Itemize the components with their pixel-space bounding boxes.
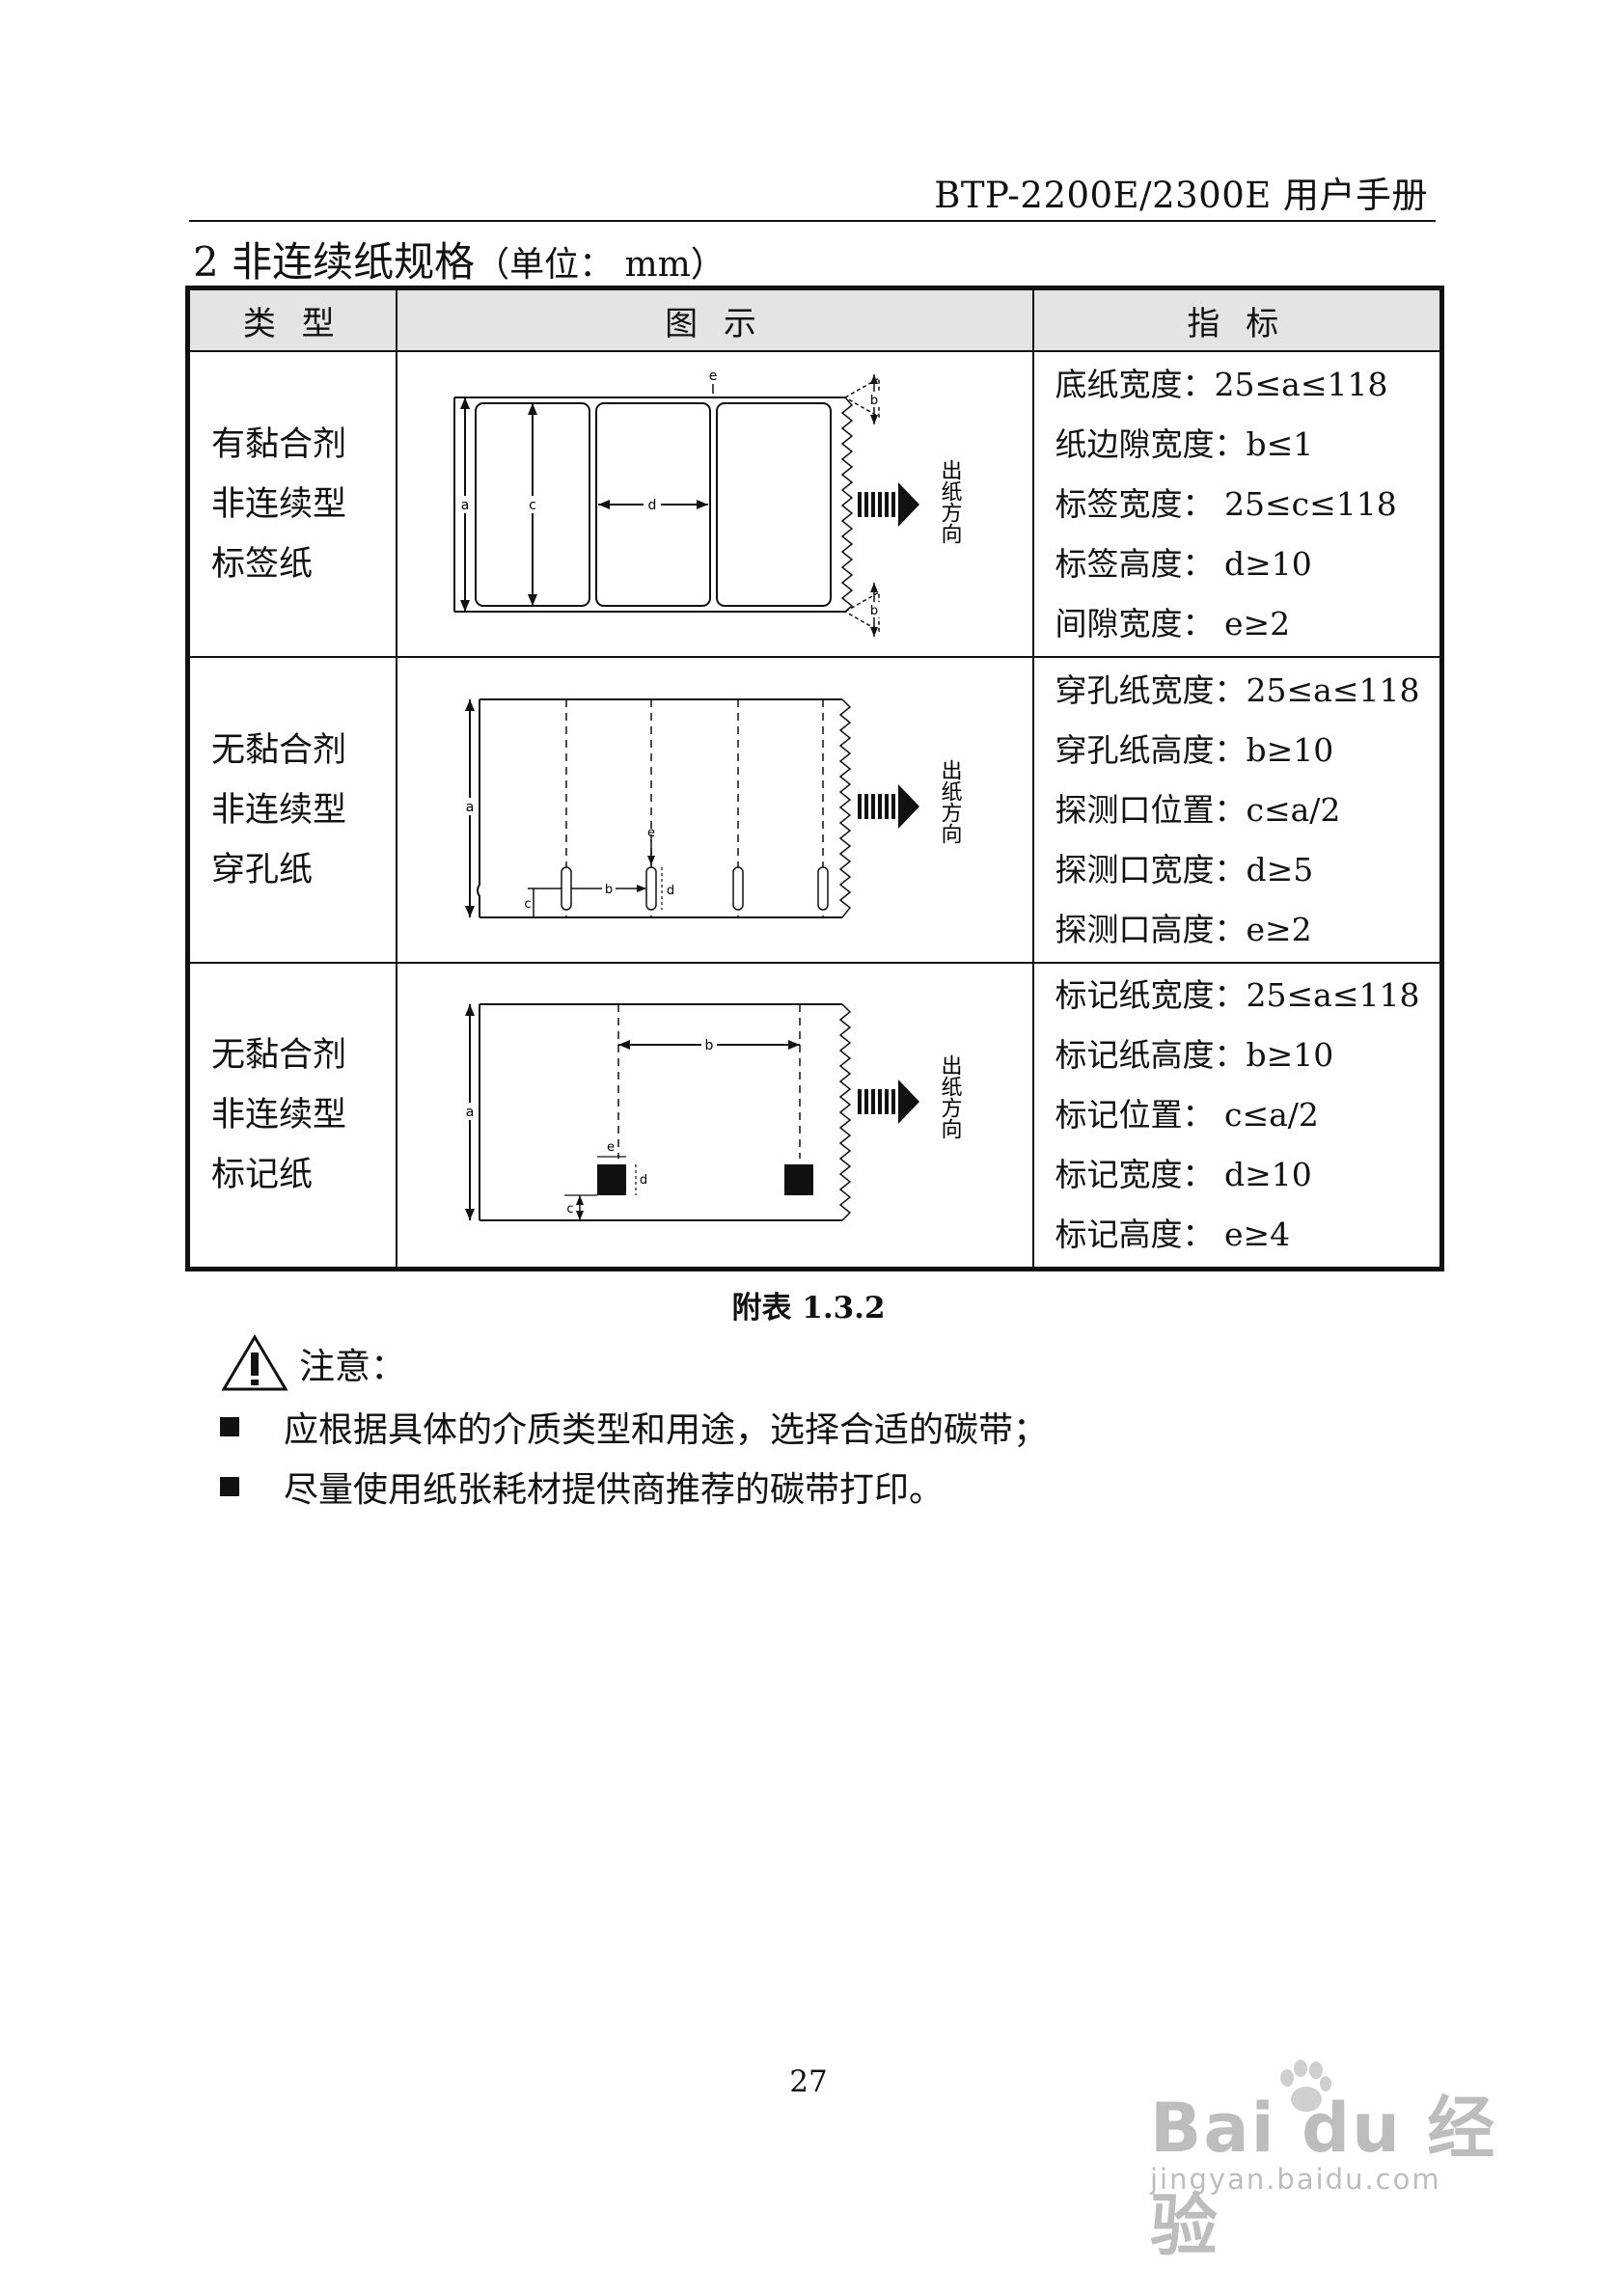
- spec-line: 标记宽度： d≥10: [1055, 1156, 1312, 1194]
- spec-line: 穿孔纸宽度：25≤a≤118: [1055, 670, 1420, 709]
- type-line: 无黏合剂: [211, 730, 347, 770]
- spec-line: 纸边隙宽度：b≤1: [1055, 424, 1314, 463]
- spec-line: 标记纸宽度：25≤a≤118: [1055, 976, 1420, 1015]
- figure-cell: a b c d e: [395, 656, 1034, 965]
- paw-icon: [1280, 2060, 1331, 2112]
- type-line: 非连续型: [211, 484, 347, 524]
- notes-list: 应根据具体的介质类型和用途，选择合适的碳带； 尽量使用纸张耗材提供商推荐的碳带打…: [220, 1397, 1048, 1517]
- type-line: 无黏合剂: [211, 1036, 347, 1076]
- warning-heading: 注意：: [220, 1331, 406, 1395]
- list-item-text: 应根据具体的介质类型和用途，选择合适的碳带；: [284, 1410, 1049, 1450]
- section-title: 2 非连续纸规格（单位： mm）: [193, 230, 726, 288]
- dim-label-d: d: [666, 884, 673, 898]
- type-line: 穿孔纸: [211, 850, 314, 889]
- spec-line: 标记纸高度：b≥10: [1055, 1036, 1334, 1075]
- spec-line: 标记高度： e≥4: [1055, 1216, 1291, 1254]
- perforated-paper-diagram: a b c d e: [462, 697, 962, 918]
- list-item-text: 尽量使用纸张耗材提供商推荐的碳带打印。: [284, 1470, 945, 1510]
- manual-title: BTP-2200E/2300E 用户手册: [934, 175, 1428, 216]
- section-title-text: 2 非连续纸规格: [193, 238, 476, 286]
- spec-line: 底纸宽度：25≤a≤118: [1055, 365, 1388, 403]
- type-line: 非连续型: [211, 790, 347, 830]
- column-header-type: 类 型: [186, 287, 397, 352]
- table-row: 无黏合剂 非连续型 穿孔纸: [186, 656, 1443, 965]
- type-cell: 无黏合剂 非连续型 穿孔纸: [186, 656, 397, 965]
- table-row: 有黏合剂 非连续型 标签纸: [186, 349, 1443, 659]
- label-paper-diagram: a c d e: [452, 369, 962, 637]
- table-caption: 附表 1.3.2: [731, 1291, 886, 1326]
- column-header-spec: 指 标: [1031, 287, 1443, 352]
- dim-label-a: a: [465, 800, 474, 815]
- dim-label-c: c: [529, 498, 536, 513]
- dim-label-e: e: [708, 369, 717, 384]
- dim-label-b: b: [704, 1038, 713, 1053]
- type-line: 标签纸: [211, 544, 314, 584]
- table-row: 无黏合剂 非连续型 标记纸: [186, 962, 1443, 1271]
- spec-cell: 底纸宽度：25≤a≤118 纸边隙宽度：b≤1 标签宽度： 25≤c≤118 标…: [1031, 349, 1443, 659]
- spec-cell: 标记纸宽度：25≤a≤118 标记纸高度：b≥10 标记位置： c≤a/2 标记…: [1031, 962, 1443, 1271]
- spec-line: 探测口位置：c≤a/2: [1055, 790, 1341, 829]
- type-line: 有黏合剂: [211, 424, 347, 464]
- spec-line: 探测口宽度：d≥5: [1055, 850, 1314, 888]
- feed-direction-arrow-icon: [857, 783, 919, 829]
- section-title-unit: （单位： mm）: [475, 245, 726, 285]
- feed-direction-arrow-icon: [857, 1080, 919, 1125]
- spec-line: 标签高度： d≥10: [1055, 544, 1312, 583]
- dim-label-e: e: [607, 1140, 615, 1155]
- dim-label-b: b: [869, 394, 877, 408]
- figure-cell: a c d e: [395, 349, 1034, 659]
- bullet-square-icon: [220, 1477, 239, 1496]
- dim-label-a: a: [465, 1105, 474, 1120]
- dim-label-a: a: [460, 498, 469, 513]
- type-cell: 有黏合剂 非连续型 标签纸: [186, 349, 397, 659]
- list-item: 尽量使用纸张耗材提供商推荐的碳带打印。: [220, 1457, 1048, 1517]
- spec-table: 类 型 图 示 指 标 有黏合剂 非连续型 标签纸: [185, 286, 1444, 1271]
- type-cell: 无黏合剂 非连续型 标记纸: [186, 962, 397, 1271]
- watermark-logo-text: Bai du 经验: [1150, 2089, 1497, 2265]
- column-header-figure: 图 示: [395, 287, 1034, 352]
- mark-paper-diagram: a b c d e: [462, 1003, 962, 1222]
- spec-line: 穿孔纸高度：b≥10: [1055, 730, 1334, 769]
- spec-cell: 穿孔纸宽度：25≤a≤118 穿孔纸高度：b≥10 探测口位置：c≤a/2 探测…: [1031, 656, 1443, 965]
- spec-line: 标记位置： c≤a/2: [1055, 1096, 1319, 1134]
- warning-triangle-icon: [221, 1334, 288, 1391]
- feed-direction-label: 出纸方向: [937, 759, 962, 844]
- table-header-row: 类 型 图 示 指 标: [186, 287, 1443, 352]
- feed-direction-arrow-icon: [857, 481, 919, 527]
- spec-line: 间隙宽度： e≥2: [1055, 604, 1291, 642]
- bullet-square-icon: [220, 1417, 239, 1436]
- type-line: 非连续型: [211, 1096, 347, 1135]
- dim-label-c: c: [524, 897, 531, 912]
- page-number: 27: [789, 2064, 828, 2099]
- list-item: 应根据具体的介质类型和用途，选择合适的碳带；: [220, 1397, 1048, 1457]
- baidu-watermark: Bai du 经验 jingyan.baidu.com: [1150, 2060, 1536, 2265]
- dim-label-d: d: [639, 1173, 646, 1188]
- warning-label: 注意：: [299, 1346, 406, 1387]
- feed-direction-label: 出纸方向: [937, 459, 962, 544]
- figure-cell: a b c d e: [395, 962, 1034, 1271]
- header-divider: [189, 220, 1436, 222]
- spec-line: 标签宽度： 25≤c≤118: [1055, 484, 1397, 523]
- watermark-url: jingyan.baidu.com: [1150, 2163, 1441, 2196]
- spec-line: 探测口高度：e≥2: [1055, 910, 1312, 948]
- dim-label-b: b: [604, 883, 612, 897]
- dim-label-d: d: [647, 498, 656, 513]
- type-line: 标记纸: [211, 1156, 314, 1195]
- svg-text:b: b: [869, 604, 877, 618]
- dim-label-e: e: [647, 826, 655, 840]
- feed-direction-label: 出纸方向: [937, 1054, 962, 1139]
- dim-label-c: c: [566, 1202, 573, 1216]
